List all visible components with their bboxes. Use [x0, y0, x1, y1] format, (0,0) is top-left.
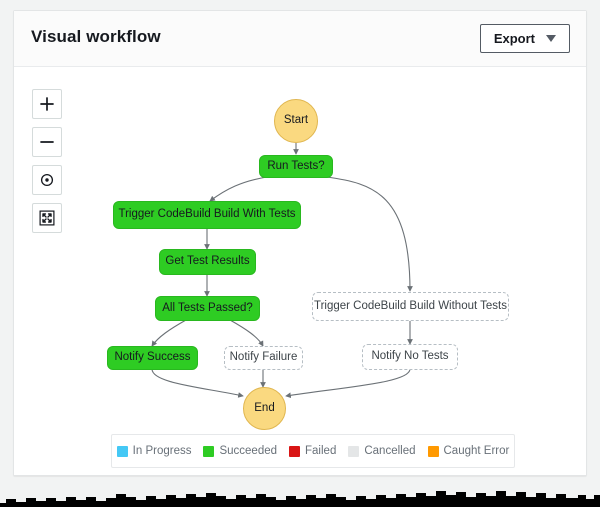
zoom-in-button[interactable] [32, 89, 62, 119]
fit-to-screen-button[interactable] [32, 203, 62, 233]
node-trigger-codebuild-build-without-tests[interactable]: Trigger CodeBuild Build Without Tests [312, 292, 509, 321]
node-end[interactable]: End [243, 387, 286, 430]
node-label: Notify Success [114, 351, 191, 364]
node-notify-failure[interactable]: Notify Failure [224, 346, 303, 370]
edge-notify-no-tests-to-end [285, 368, 411, 399]
node-label: Trigger CodeBuild Build With Tests [118, 208, 296, 221]
export-button[interactable]: Export [479, 24, 570, 53]
legend-label: Caught Error [443, 445, 510, 457]
legend-swatch-caught-error [427, 445, 439, 457]
node-trigger-codebuild-build-with-tests[interactable]: Trigger CodeBuild Build With Tests [113, 201, 301, 229]
chevron-down-icon [546, 35, 556, 42]
legend-label: In Progress [132, 445, 192, 457]
graph-toolbar [32, 89, 62, 233]
plus-icon [40, 97, 54, 111]
node-notify-success[interactable]: Notify Success [107, 346, 198, 370]
card-header: Visual workflow Export [14, 11, 586, 67]
legend-item: Caught Error [427, 445, 510, 457]
export-button-label: Export [493, 31, 535, 46]
workflow-canvas[interactable]: Start Run Tests? Trigger CodeBuild Build… [14, 67, 586, 475]
torn-edge-decoration [0, 491, 600, 507]
edge-all-passed-to-notify-success [151, 319, 187, 347]
minus-icon [40, 141, 54, 143]
legend-swatch-cancelled [348, 445, 360, 457]
legend-item: Cancelled [348, 445, 416, 457]
edge-run-tests-to-trigger-with [209, 176, 268, 202]
node-label: Notify Failure [229, 351, 298, 364]
legend-item: Failed [289, 445, 336, 457]
legend-swatch-succeeded [203, 445, 215, 457]
node-label: Trigger CodeBuild Build Without Tests [313, 299, 508, 312]
legend-item: In Progress [116, 445, 192, 457]
legend-label: Succeeded [219, 445, 278, 457]
edge-run-tests-to-trigger-without [325, 176, 413, 292]
edge-notify-success-to-end [151, 368, 244, 398]
status-legend: In Progress Succeeded Failed Cancelled C… [111, 434, 515, 468]
zoom-out-button[interactable] [32, 127, 62, 157]
legend-label: Cancelled [364, 445, 416, 457]
node-start[interactable]: Start [274, 99, 318, 143]
node-label: Notify No Tests [371, 350, 449, 363]
page-title: Visual workflow [31, 27, 161, 46]
node-label: All Tests Passed? [162, 301, 253, 314]
legend-swatch-in-progress [116, 445, 128, 457]
workflow-graph: Start Run Tests? Trigger CodeBuild Build… [14, 67, 586, 475]
node-label: End [254, 401, 275, 414]
node-notify-no-tests[interactable]: Notify No Tests [362, 344, 458, 370]
node-label: Get Test Results [165, 255, 250, 268]
node-get-test-results[interactable]: Get Test Results [159, 249, 256, 275]
target-icon [40, 173, 54, 187]
legend-label: Failed [305, 445, 337, 457]
center-graph-button[interactable] [32, 165, 62, 195]
expand-arrows-icon [39, 210, 55, 226]
node-label: Start [283, 114, 309, 127]
graph-edges [151, 143, 413, 399]
node-run-tests[interactable]: Run Tests? [259, 155, 333, 178]
legend-item: Succeeded [203, 445, 277, 457]
node-label: Run Tests? [267, 159, 325, 172]
node-all-tests-passed[interactable]: All Tests Passed? [155, 296, 260, 321]
legend-swatch-failed [289, 445, 301, 457]
edge-all-passed-to-notify-failure [229, 319, 264, 347]
visual-workflow-card: Visual workflow Export [13, 10, 587, 476]
